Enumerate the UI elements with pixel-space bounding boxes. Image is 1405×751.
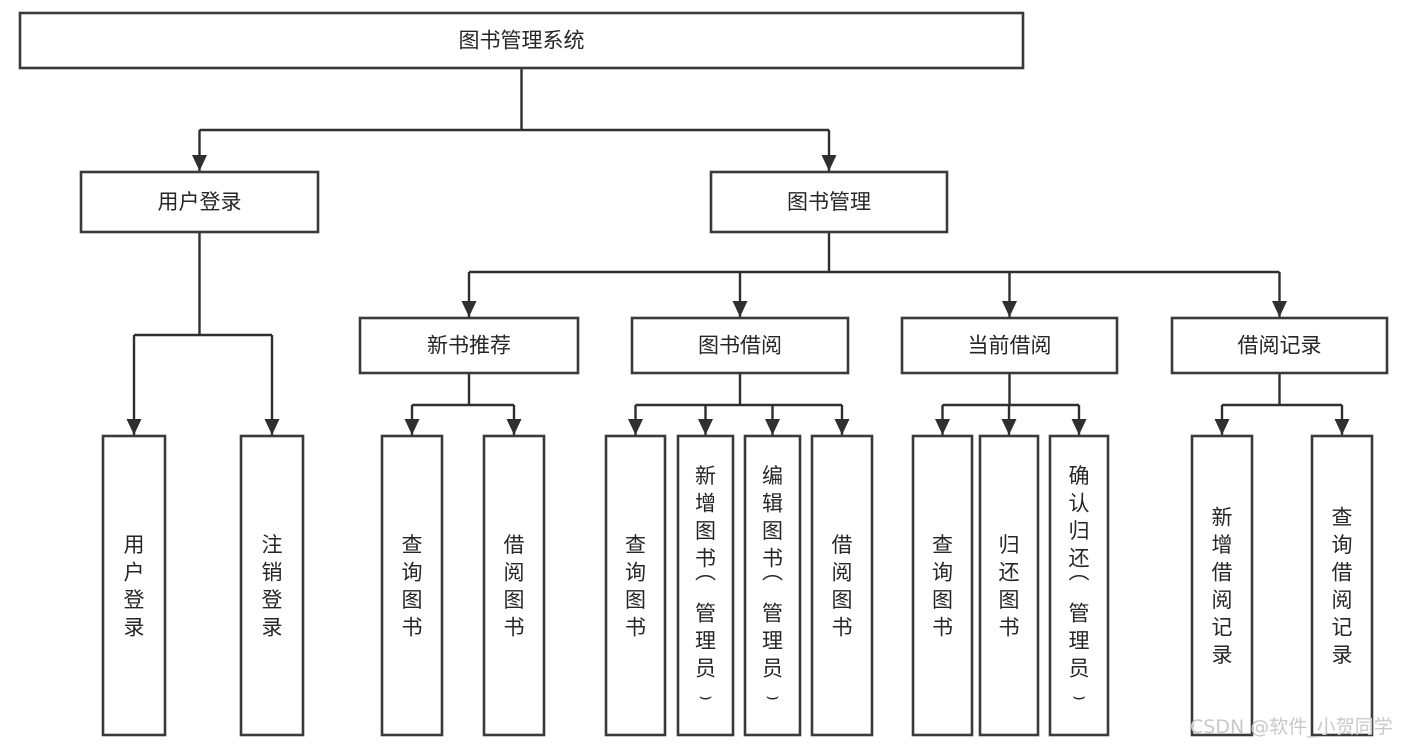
- node-box-leaf-confirm-return: [1048, 434, 1110, 737]
- node-leaf-return-book[interactable]: 归还图书: [978, 434, 1040, 737]
- node-leaf-borrow-book-1[interactable]: 借阅图书: [482, 434, 546, 737]
- node-label-leaf-edit-book: 编辑图书⌒管理员⌣: [762, 464, 783, 708]
- node-box-leaf-query-record: [1310, 434, 1374, 737]
- node-label-leaf-query-book-2: 查询图书: [625, 533, 646, 640]
- arrow-head-icon: [461, 301, 477, 317]
- node-label-root: 图书管理系统: [459, 29, 585, 53]
- arrow-head-icon: [821, 155, 837, 171]
- node-root[interactable]: 图书管理系统: [18, 11, 1025, 70]
- arrow-head-icon: [1002, 301, 1017, 317]
- node-box-user-login: [79, 170, 320, 234]
- node-box-leaf-return-book: [978, 434, 1040, 737]
- node-box-leaf-borrow-book-1: [482, 434, 546, 737]
- node-label-book-borrow: 图书借阅: [698, 334, 782, 358]
- node-label-book-manage: 图书管理: [787, 190, 871, 214]
- arrow-head-icon: [506, 419, 522, 435]
- node-box-root: [18, 11, 1025, 70]
- arrow-head-icon: [698, 419, 713, 435]
- node-new-book-recommend[interactable]: 新书推荐: [358, 316, 580, 375]
- node-leaf-user-login[interactable]: 用户登录: [101, 434, 167, 737]
- node-box-leaf-query-book-3: [911, 434, 974, 737]
- arrow-head-icon: [264, 419, 280, 435]
- node-label-leaf-borrow-book-2: 借阅图书: [832, 533, 853, 640]
- node-box-book-manage: [709, 170, 949, 234]
- node-box-leaf-add-record: [1190, 434, 1254, 737]
- node-leaf-query-book-2[interactable]: 查询图书: [604, 434, 667, 737]
- node-label-new-book-recommend: 新书推荐: [427, 334, 511, 358]
- node-leaf-query-book-1[interactable]: 查询图书: [380, 434, 444, 737]
- arrow-head-icon: [1214, 419, 1230, 435]
- node-leaf-query-book-3[interactable]: 查询图书: [911, 434, 974, 737]
- nodes-layer: 图书管理系统用户登录图书管理新书推荐图书借阅当前借阅借阅记录用户登录注销登录查询…: [18, 11, 1389, 737]
- node-label-leaf-return-book: 归还图书: [999, 533, 1020, 640]
- arrow-head-icon: [1272, 301, 1287, 317]
- node-label-leaf-borrow-book-1: 借阅图书: [504, 533, 525, 640]
- node-label-current-borrow: 当前借阅: [968, 334, 1052, 358]
- node-box-book-borrow: [630, 316, 850, 375]
- node-book-borrow[interactable]: 图书借阅: [630, 316, 850, 375]
- node-book-manage[interactable]: 图书管理: [709, 170, 949, 234]
- node-box-leaf-logout: [239, 434, 305, 737]
- arrow-head-icon: [126, 419, 142, 435]
- node-label-leaf-query-book-3: 查询图书: [932, 533, 953, 640]
- node-leaf-logout[interactable]: 注销登录: [239, 434, 305, 737]
- node-user-login[interactable]: 用户登录: [79, 170, 320, 234]
- csdn-watermark: CSDN @软件_小贺同学: [1190, 716, 1393, 738]
- connectors-layer: [126, 68, 1350, 435]
- node-label-borrow-record: 借阅记录: [1238, 334, 1322, 358]
- node-box-leaf-query-book-2: [604, 434, 667, 737]
- arrow-head-icon: [1334, 419, 1350, 435]
- node-box-leaf-add-book: [676, 434, 735, 737]
- arrow-head-icon: [765, 419, 780, 435]
- arrow-head-icon: [628, 419, 643, 435]
- node-label-leaf-confirm-return: 确认归还⌒管理员⌣: [1069, 464, 1090, 708]
- node-leaf-query-record[interactable]: 查询借阅记录: [1310, 434, 1374, 737]
- node-box-new-book-recommend: [358, 316, 580, 375]
- node-label-user-login: 用户登录: [158, 190, 242, 214]
- arrow-head-icon: [404, 419, 420, 435]
- node-leaf-add-record[interactable]: 新增借阅记录: [1190, 434, 1254, 737]
- node-box-borrow-record: [1170, 316, 1389, 375]
- node-borrow-record[interactable]: 借阅记录: [1170, 316, 1389, 375]
- arrow-head-icon: [1001, 419, 1017, 435]
- node-box-current-borrow: [900, 316, 1119, 375]
- node-leaf-edit-book[interactable]: 编辑图书⌒管理员⌣: [743, 434, 802, 737]
- node-leaf-add-book[interactable]: 新增图书⌒管理员⌣: [676, 434, 735, 737]
- node-leaf-confirm-return[interactable]: 确认归还⌒管理员⌣: [1048, 434, 1110, 737]
- arrow-head-icon: [834, 419, 850, 435]
- arrow-head-icon: [935, 419, 950, 435]
- node-label-leaf-add-book: 新增图书⌒管理员⌣: [695, 464, 716, 708]
- node-label-leaf-add-record: 新增借阅记录: [1212, 505, 1233, 667]
- node-leaf-borrow-book-2[interactable]: 借阅图书: [810, 434, 874, 737]
- node-box-leaf-query-book-1: [380, 434, 444, 737]
- node-label-leaf-user-login: 用户登录: [124, 533, 145, 640]
- node-label-leaf-logout: 注销登录: [262, 533, 283, 640]
- node-current-borrow[interactable]: 当前借阅: [900, 316, 1119, 375]
- arrow-head-icon: [732, 301, 748, 317]
- node-label-leaf-query-record: 查询借阅记录: [1332, 505, 1353, 667]
- node-box-leaf-borrow-book-2: [810, 434, 874, 737]
- arrow-head-icon: [1071, 419, 1087, 435]
- arrow-head-icon: [192, 155, 207, 171]
- node-box-leaf-edit-book: [743, 434, 802, 737]
- node-box-leaf-user-login: [101, 434, 167, 737]
- node-label-leaf-query-book-1: 查询图书: [402, 533, 423, 640]
